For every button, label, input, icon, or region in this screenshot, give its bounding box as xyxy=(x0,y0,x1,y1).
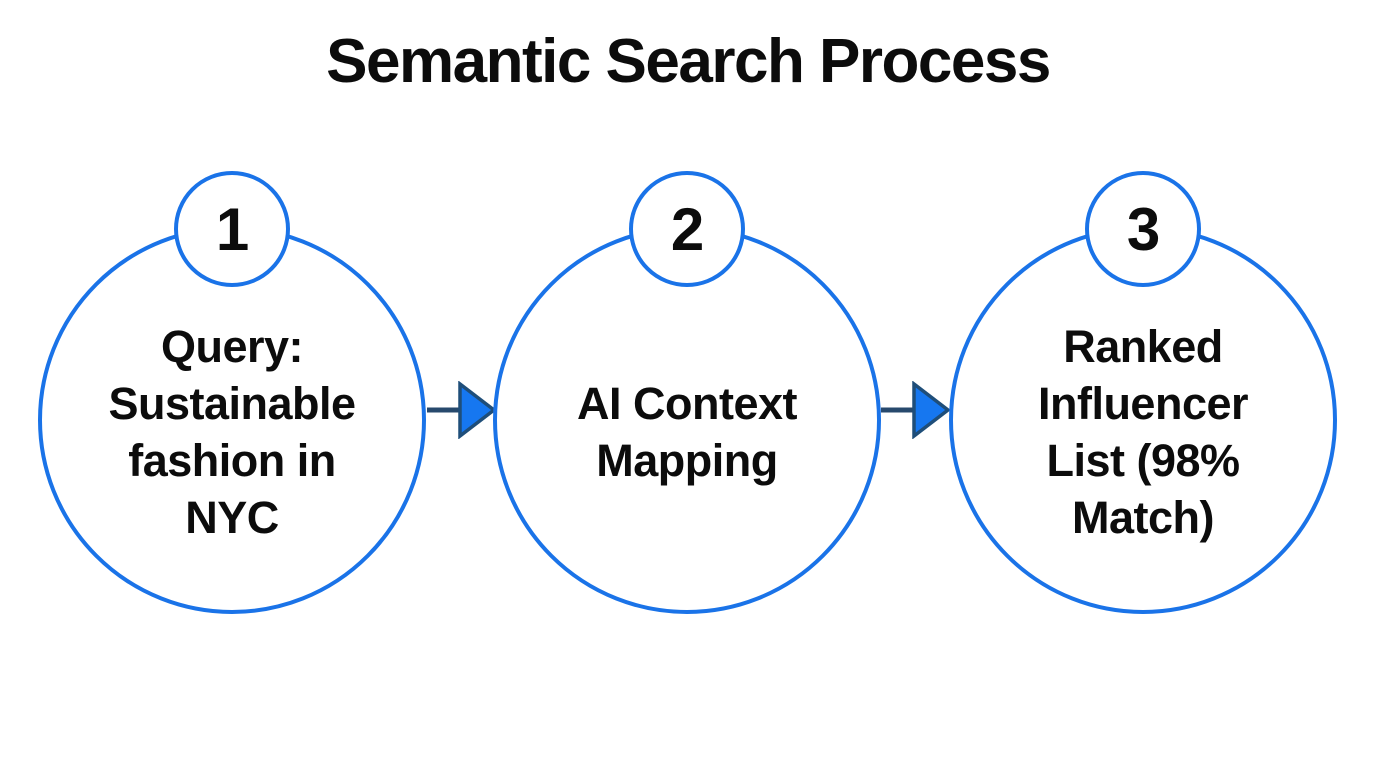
arrow-right-icon xyxy=(881,381,951,439)
step-circle-1: 1 Query: Sustainable fashion in NYC xyxy=(38,171,426,614)
step-number: 3 xyxy=(1126,195,1160,263)
step-circle-3: 3 Ranked Influencer List (98% Match) xyxy=(949,171,1337,614)
step-circle-2: 2 AI Context Mapping xyxy=(493,171,881,614)
step-label: Query: Sustainable fashion in NYC xyxy=(108,320,356,544)
step-number-badge: 2 xyxy=(629,171,745,287)
step-number-badge: 1 xyxy=(174,171,290,287)
step-number: 1 xyxy=(215,195,249,263)
step-number-badge: 3 xyxy=(1085,171,1201,287)
step-label: AI Context Mapping xyxy=(577,377,798,486)
step-label: Ranked Influencer List (98% Match) xyxy=(1037,320,1249,544)
diagram-title: Semantic Search Process xyxy=(326,27,1051,96)
arrow-right-icon xyxy=(427,381,497,439)
step-number: 2 xyxy=(670,195,704,263)
